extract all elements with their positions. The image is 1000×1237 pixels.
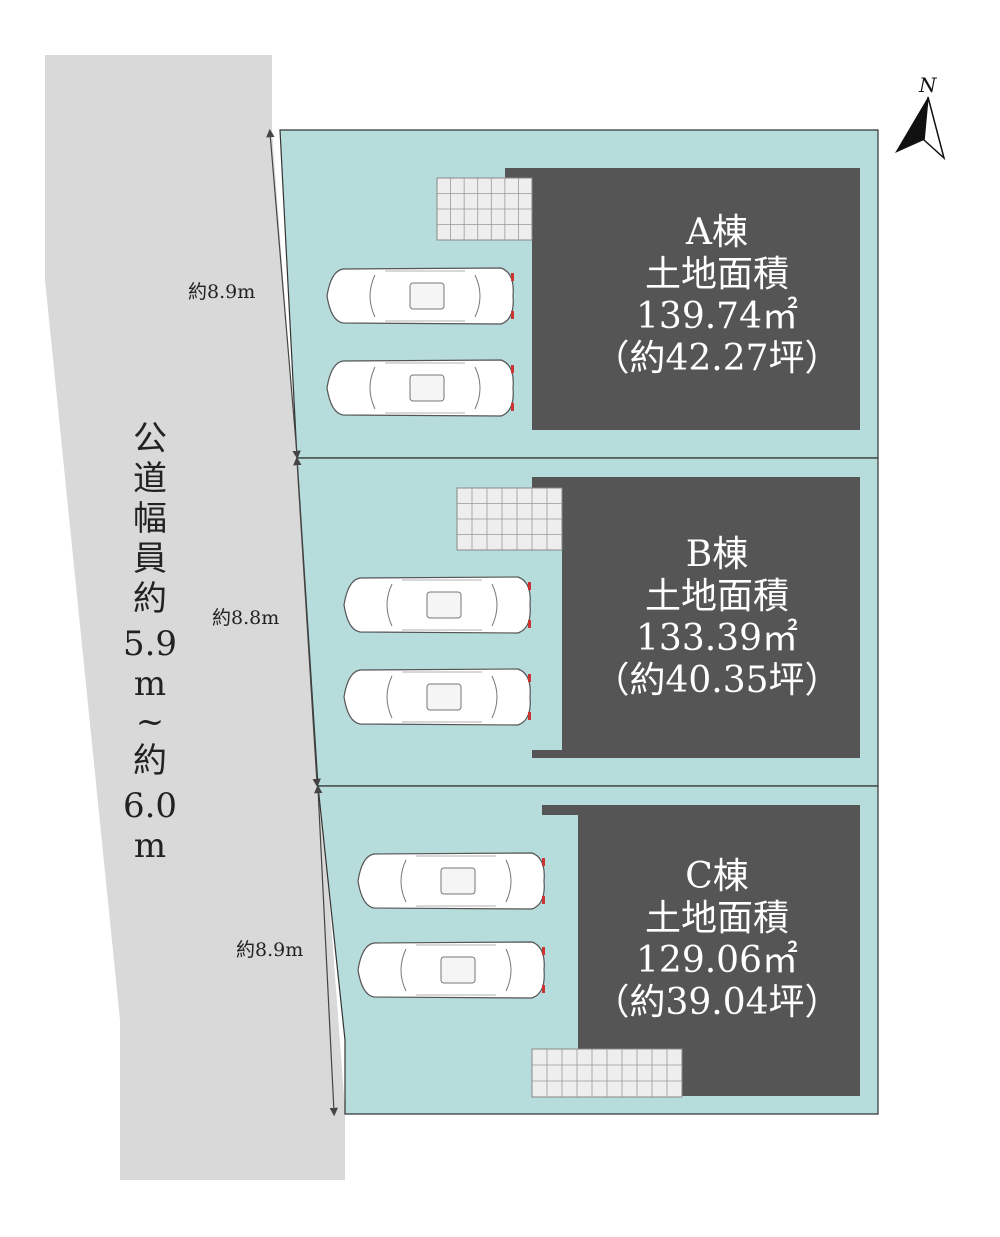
lot-a-area: 139.74㎡: [636, 295, 798, 337]
parked-car-2: [326, 359, 514, 417]
north-arrow-icon: N: [895, 73, 946, 161]
lot-a-area-title: 土地面積: [645, 254, 789, 295]
road-label-char-3: 員: [133, 539, 167, 579]
road-label-char-6: m: [134, 664, 166, 704]
lot-b-area-title: 土地面積: [645, 576, 789, 617]
road-label-char-8: 約: [133, 741, 167, 781]
parked-car-5: [357, 852, 545, 910]
frontage-b-label: 約8.8m: [212, 607, 279, 629]
parked-car-6: [357, 941, 545, 999]
lot-a-tsubo: （約42.27坪）: [593, 338, 840, 379]
parked-car-3: [343, 576, 531, 634]
frontage-c-label: 約8.9m: [236, 939, 303, 961]
road-label-char-7: ~: [136, 702, 165, 742]
frontage-a-label: 約8.9m: [188, 281, 255, 303]
compass-label: N: [918, 73, 938, 97]
lot-a-building: [505, 168, 860, 430]
road-label-char-10: m: [134, 826, 166, 866]
lot-c-paving: [531, 1048, 683, 1098]
parking-cars: [326, 267, 545, 999]
lot-c-tsubo: （約39.04坪）: [593, 982, 840, 1023]
lot-c-area-title: 土地面積: [645, 898, 789, 939]
lot-c-building: [542, 805, 860, 1096]
lot-c-label: C棟 土地面積 129.06㎡ （約39.04坪）: [593, 856, 840, 1023]
road-label-char-2: 幅: [133, 499, 167, 539]
lot-b-building: [532, 477, 860, 758]
lot-c-name: C棟: [685, 856, 749, 897]
lot-a-paving: [436, 177, 533, 241]
road-label-char-0: 公: [133, 419, 167, 459]
parked-car-4: [343, 668, 531, 726]
road-label-char-1: 道: [133, 459, 167, 499]
lot-c-area: 129.06㎡: [636, 939, 798, 981]
lot-b-name: B棟: [686, 534, 748, 575]
lot-b-area: 133.39㎡: [636, 617, 798, 659]
road-label-char-5: 5.9: [123, 624, 177, 664]
lot-a-label: A棟 土地面積 139.74㎡ （約42.27坪）: [593, 212, 840, 379]
lot-b-label: B棟 土地面積 133.39㎡ （約40.35坪）: [593, 534, 840, 701]
lot-b-tsubo: （約40.35坪）: [593, 660, 840, 701]
lot-a-name: A棟: [685, 212, 748, 253]
road-label-char-9: 6.0: [123, 786, 177, 826]
road-label-char-4: 約: [133, 579, 167, 619]
frontage-dimension: [266, 128, 338, 1117]
lot-b-paving: [456, 487, 563, 551]
parked-car-1: [326, 267, 514, 325]
